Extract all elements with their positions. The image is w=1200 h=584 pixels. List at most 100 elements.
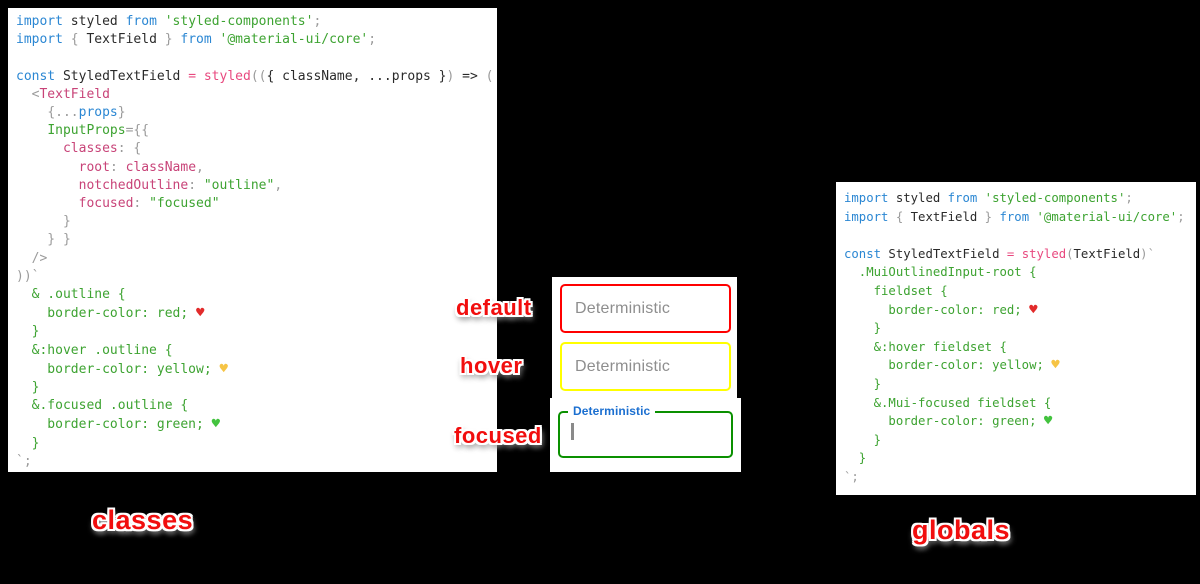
code-token: border-color: green; [16,417,212,433]
code-line: } [16,213,497,231]
code-token: } [977,209,1000,224]
heart-icon: ♥ [219,360,228,377]
code-token: : [109,159,126,175]
code-token: `; [16,453,32,469]
code-token: classes [62,141,118,157]
code-line: } [844,431,1196,450]
heart-icon: ♥ [1029,301,1038,318]
code-token: } [16,380,40,396]
code-token: &.focused .outline { [16,398,189,414]
heart-icon: ♥ [196,305,205,322]
code-line: & .outline { [16,286,497,304]
code-token: , [196,159,204,175]
code-token: } } [16,232,71,248]
annotation-hover: hover [460,353,523,378]
code-line: import { TextField } from '@material-ui/… [844,208,1196,227]
code-token: 'styled-components' [977,191,1126,205]
code-token: StyledTextField [881,246,1007,261]
code-token: ))` [16,268,40,284]
code-token: InputProps [47,123,126,139]
code-token: } [117,105,126,121]
code-token: import [16,32,63,48]
code-line: fieldset { [844,282,1196,301]
code-line: border-color: yellow; ♥ [844,356,1196,375]
code-line: import styled from 'styled-components'; [16,13,497,31]
code-token: StyledTextField [55,68,189,84]
code-line: <TextField [16,86,497,104]
code-token: , [274,177,283,193]
code-line: root: className, [16,159,497,177]
code-token: : { [117,141,142,157]
code-token: notchedOutline [78,177,189,193]
code-token: from [947,191,978,205]
code-token [16,123,47,138]
code-token: } [16,214,71,230]
code-line: &:hover .outline { [16,342,497,360]
code-block-classes: import styled from 'styled-components';i… [8,8,497,472]
code-token [16,178,79,193]
code-token: 'styled-components' [156,14,314,29]
code-token [16,196,79,211]
code-token: from [125,14,157,29]
code-line: InputProps={{ [16,122,497,140]
code-line [844,226,1196,245]
code-token: import [844,209,889,224]
code-token [16,160,79,175]
code-token: ( [485,68,494,84]
code-line: `; [16,453,497,471]
code-token [16,141,63,156]
annotation-default: default [456,295,532,320]
code-token: '@material-ui/core' [1029,209,1178,224]
code-line: `; [844,468,1196,487]
code-token: fieldset { [844,283,948,298]
code-block-globals: import styled from 'styled-components';i… [836,182,1196,495]
textfield-focused-label: Deterministic [568,404,656,418]
code-line: import styled from 'styled-components'; [844,189,1196,208]
code-line: border-color: yellow; ♥ [16,360,497,379]
code-line: const StyledTextField = styled(({ classN… [16,68,497,86]
textfield-hover-placeholder: Deterministic [575,357,671,375]
code-token: ={{ [125,123,150,139]
code-line: focused: "focused" [16,195,497,213]
code-token: "focused" [149,196,220,212]
textfield-default[interactable]: Deterministic [560,284,731,333]
code-token: &:hover fieldset { [844,339,1007,354]
code-token: = [1006,246,1015,261]
code-token [1014,247,1021,261]
code-token: styled [203,68,251,84]
code-token: border-color: red; [844,302,1030,317]
code-token: ; [1177,209,1185,224]
heart-icon: ♥ [1043,413,1053,430]
code-token: border-color: red; [16,306,197,322]
code-token: "outline" [203,177,275,193]
code-token: (( [250,68,267,84]
textfield-focused[interactable]: Deterministic [558,404,733,458]
code-token: } [844,376,882,391]
code-token: } [844,432,882,447]
code-token: border-color: yellow; [844,358,1052,373]
code-token: = [188,68,197,84]
code-line: import { TextField } from '@material-ui/… [16,31,497,49]
code-line: } [16,379,497,397]
code-token: `; [844,469,859,484]
textfield-hover[interactable]: Deterministic [560,342,731,391]
code-token: } [156,32,181,48]
code-token: ; [313,14,322,29]
text-caret [571,423,574,440]
code-token: border-color: green; [844,414,1044,429]
code-token: /> [16,250,48,266]
code-token: )` [1140,246,1155,261]
code-token: border-color: yellow; [16,361,220,377]
code-token: & .outline { [16,287,126,303]
code-token: const [16,68,56,84]
code-line: } [16,435,497,453]
code-token: focused [78,196,134,212]
code-token: className [125,159,197,175]
code-line: } [16,323,497,341]
code-token [16,87,32,102]
caption-globals: globals [912,515,1011,545]
code-token: import [16,14,63,29]
code-token: : [133,196,150,212]
code-token: } [16,435,40,451]
